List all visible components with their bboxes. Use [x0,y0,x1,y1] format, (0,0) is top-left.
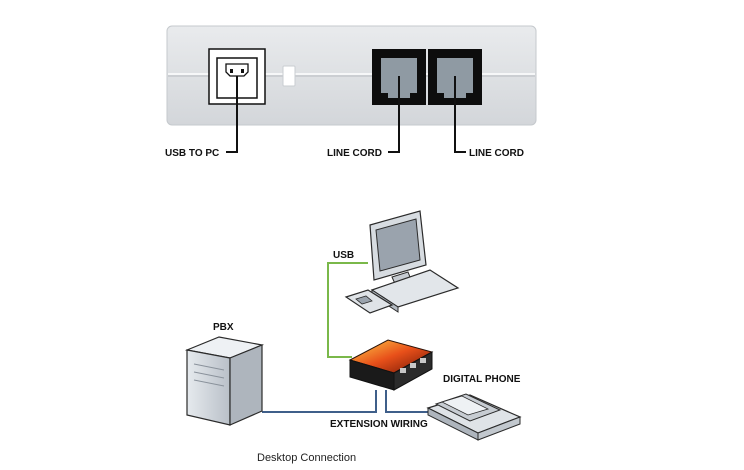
adapter-box [348,339,434,391]
pbx-label: PBX [213,322,234,333]
extension-wiring-label: EXTENSION WIRING [330,419,428,430]
digital-phone-label: DIGITAL PHONE [443,374,521,385]
callout-line-1 [388,76,400,153]
line-cord-label-1: LINE CORD [327,148,382,159]
digital-phone-icon [426,393,522,441]
line-cord-label-2: LINE CORD [469,148,524,159]
figure-caption: Desktop Connection [257,452,356,464]
extension-cable-pbx [262,390,377,413]
status-led [282,65,296,87]
extension-cable-phone [385,390,430,413]
usb-cable [327,262,368,358]
callouts [226,76,466,153]
callout-usb [226,76,238,153]
usb-label: USB [333,250,354,261]
computer-icon [344,210,460,314]
usb-icon [225,63,249,77]
pbx-tower [184,336,265,426]
cables [262,262,430,413]
usb-to-pc-label: USB TO PC [165,148,219,159]
device-panel [166,25,537,126]
callout-line-2 [454,76,466,153]
